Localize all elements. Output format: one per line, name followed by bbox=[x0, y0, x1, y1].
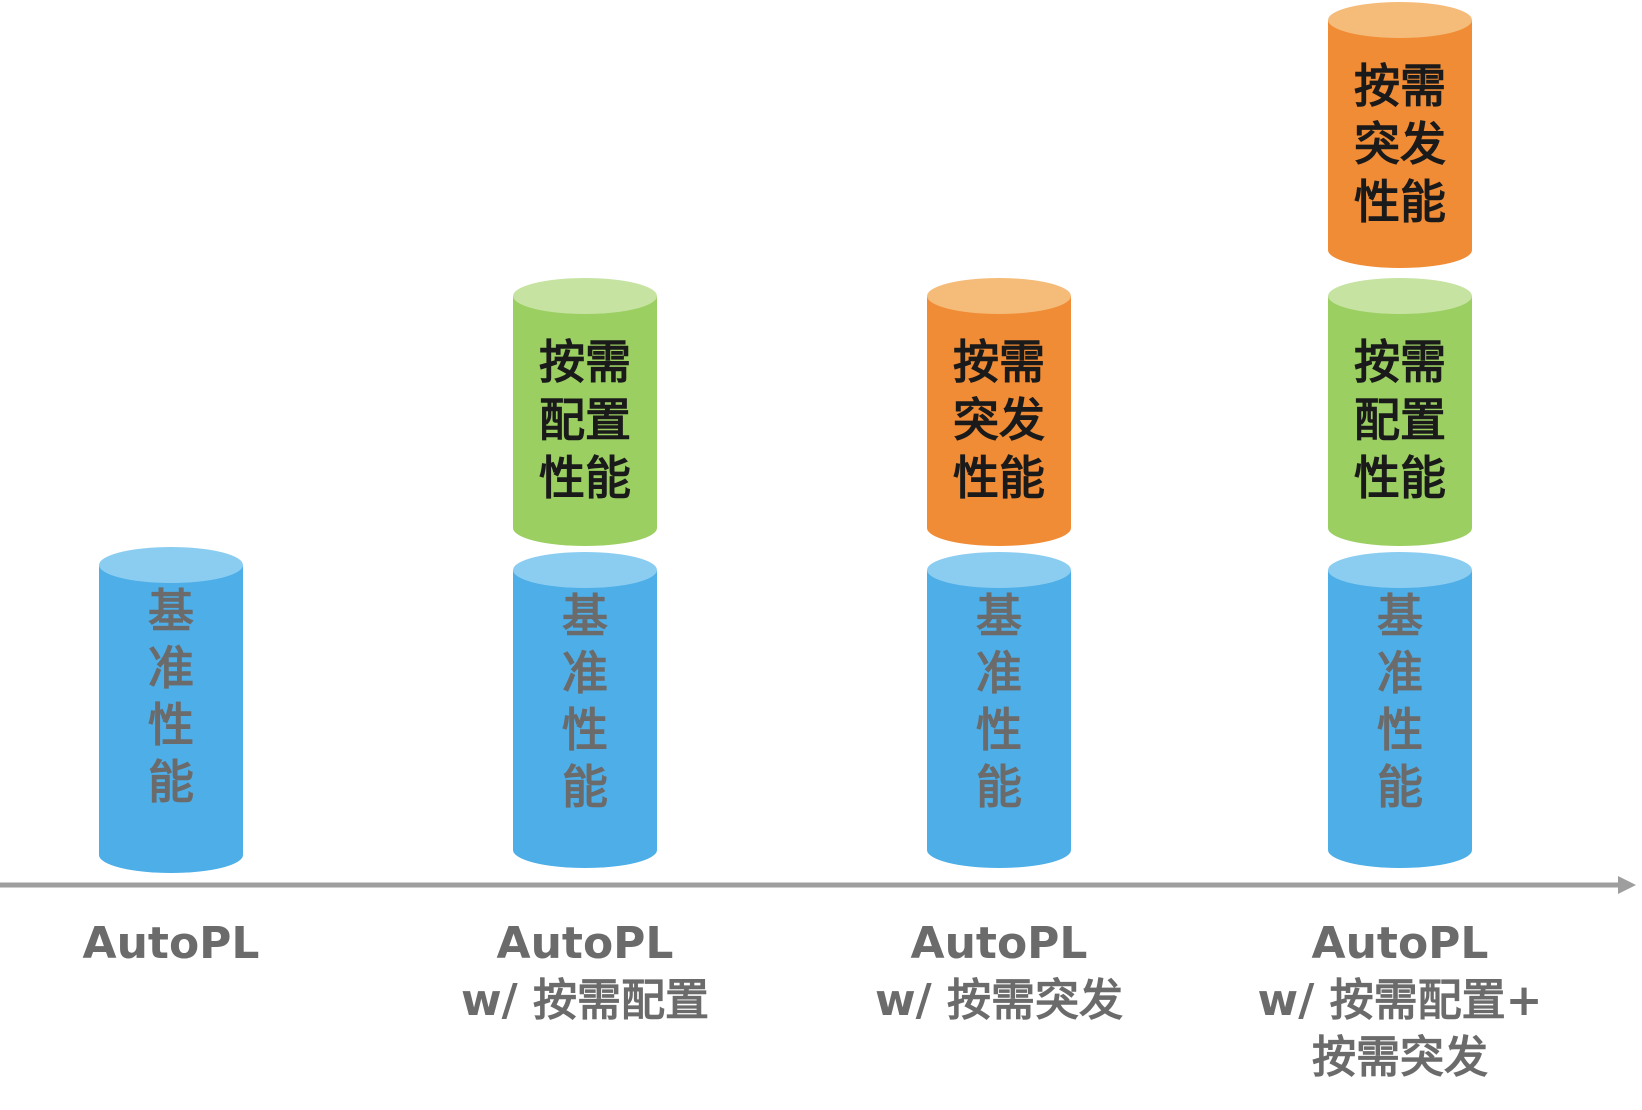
base-label-char: 能 bbox=[976, 760, 1022, 814]
base-label-char: 准 bbox=[148, 641, 194, 695]
base-label-char: 性 bbox=[1377, 703, 1423, 757]
burst-label-line: 突发 bbox=[953, 393, 1045, 447]
burst-label-line: 按需 bbox=[1354, 59, 1446, 113]
config-label-line: 性能 bbox=[1354, 451, 1446, 505]
horizontal-axis bbox=[0, 876, 1636, 894]
config-label-line: 按需 bbox=[1354, 335, 1446, 389]
category-label-line: 按需突发 bbox=[1312, 1032, 1488, 1083]
category-label-line: w/ 按需配置+ bbox=[1258, 975, 1543, 1026]
category-label-line: AutoPL bbox=[83, 918, 260, 969]
base-cylinder-top bbox=[99, 547, 243, 583]
base-label-char: 能 bbox=[562, 760, 608, 814]
burst-cylinder-top bbox=[927, 278, 1071, 314]
category-label-2: AutoPL w/ 按需配置 bbox=[461, 918, 709, 1026]
base-label-char: 性 bbox=[976, 703, 1022, 757]
category-label-line: AutoPL bbox=[911, 918, 1088, 969]
config-label-line: 按需 bbox=[539, 335, 631, 389]
config-cylinder-top bbox=[1328, 278, 1472, 314]
burst-label-line: 性能 bbox=[1354, 175, 1446, 229]
base-cylinder-body bbox=[927, 570, 1071, 868]
burst-label-line: 性能 bbox=[953, 451, 1045, 505]
config-label-line: 性能 bbox=[539, 451, 631, 505]
base-label-char: 基 bbox=[976, 589, 1022, 643]
category-label-4: AutoPL w/ 按需配置+ 按需突发 bbox=[1258, 918, 1543, 1083]
burst-cylinder-top bbox=[1328, 2, 1472, 38]
burst-cylinder-body bbox=[927, 296, 1071, 546]
base-label-char: 准 bbox=[976, 646, 1022, 700]
category-label-1: AutoPL bbox=[83, 918, 260, 969]
base-label-char: 能 bbox=[1377, 760, 1423, 814]
axis-arrow-icon bbox=[1618, 876, 1636, 894]
base-cylinder-body bbox=[1328, 570, 1472, 868]
base-label-char: 基 bbox=[148, 584, 194, 638]
base-cylinder-body bbox=[513, 570, 657, 868]
base-label-char: 性 bbox=[562, 703, 608, 757]
config-cylinder-top bbox=[513, 278, 657, 314]
base-label-char: 基 bbox=[562, 589, 608, 643]
config-label-line: 配置 bbox=[539, 393, 631, 447]
config-cylinder-body bbox=[513, 296, 657, 546]
burst-cylinder-body bbox=[1328, 20, 1472, 268]
category-label-line: AutoPL bbox=[1312, 918, 1489, 969]
base-cylinder-top bbox=[513, 552, 657, 588]
base-cylinder-top bbox=[1328, 552, 1472, 588]
burst-label-line: 按需 bbox=[953, 335, 1045, 389]
base-label-char: 基 bbox=[1377, 589, 1423, 643]
base-label-char: 准 bbox=[562, 646, 608, 700]
category-labels: AutoPL AutoPL w/ 按需配置 AutoPL w/ 按需突发 AutoPL w/… bbox=[83, 918, 1543, 1083]
category-label-line: w/ 按需配置 bbox=[461, 975, 709, 1026]
base-label-char: 能 bbox=[148, 755, 194, 809]
config-label-line: 配置 bbox=[1354, 393, 1446, 447]
base-label-char: 准 bbox=[1377, 646, 1423, 700]
base-cylinder-top bbox=[927, 552, 1071, 588]
base-cylinder-body bbox=[99, 565, 243, 873]
category-label-line: w/ 按需突发 bbox=[875, 975, 1123, 1026]
config-cylinder-body bbox=[1328, 296, 1472, 546]
category-label-3: AutoPL w/ 按需突发 bbox=[875, 918, 1123, 1026]
burst-label-line: 突发 bbox=[1354, 117, 1446, 171]
category-label-line: AutoPL bbox=[497, 918, 674, 969]
base-label-char: 性 bbox=[148, 698, 194, 752]
